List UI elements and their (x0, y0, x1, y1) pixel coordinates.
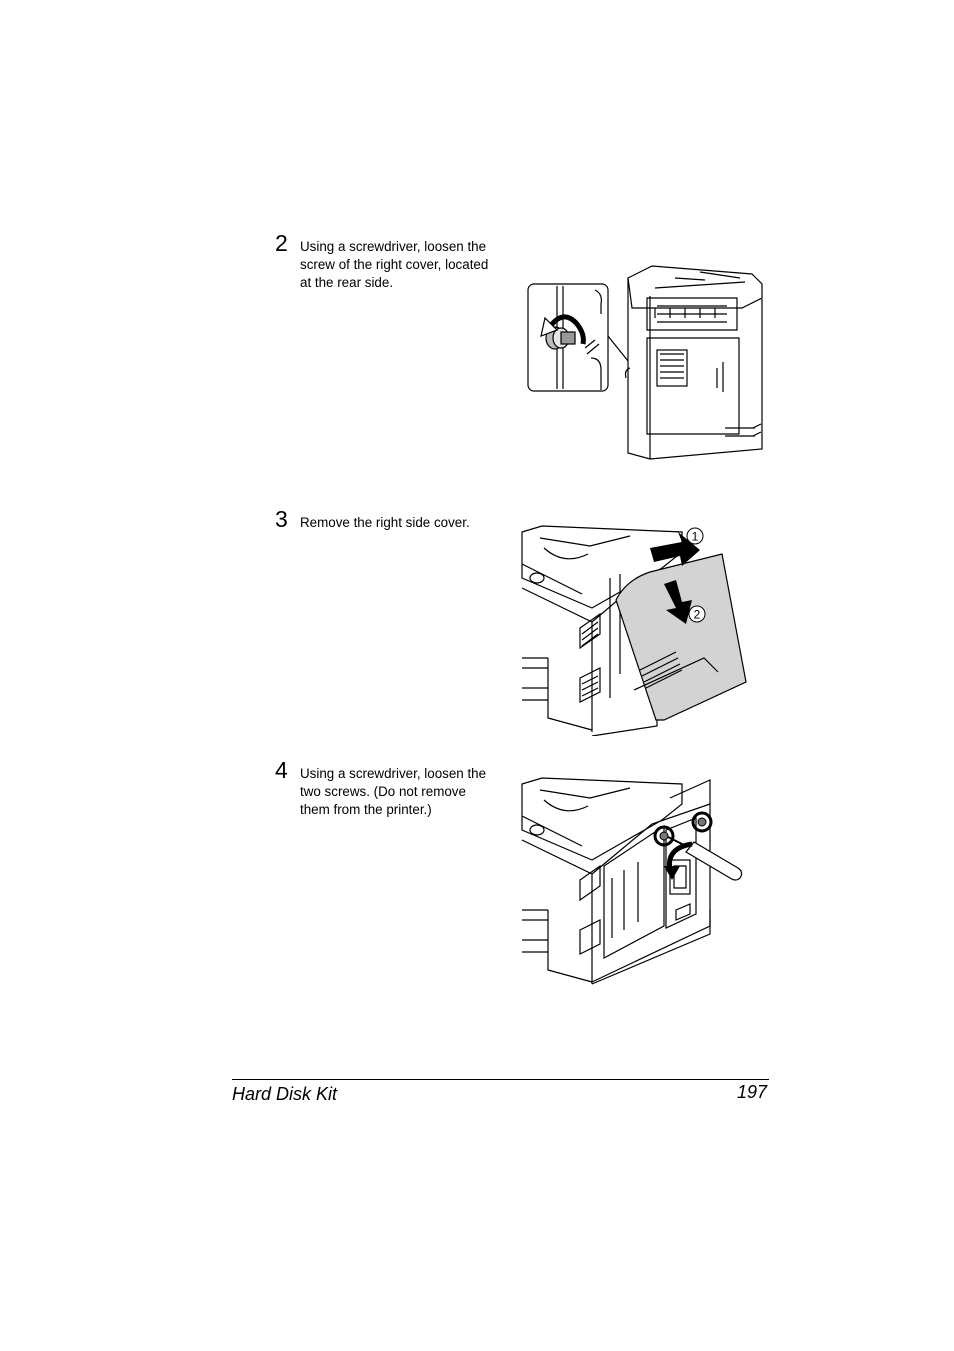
footer-rule (232, 1079, 769, 1080)
step-3-text: Remove the right side cover. (300, 514, 515, 532)
step-2-number: 2 (275, 230, 288, 256)
step-3-illustration-remove-cover: 1 2 (521, 525, 747, 736)
step-4-illustration-loosen-screws (521, 777, 743, 985)
step-3-callout-1: 1 (692, 530, 699, 544)
step-4-line-1: Using a screwdriver, loosen the (300, 766, 487, 781)
step-2-line-3: at the rear side. (300, 275, 394, 290)
step-2-illustration-rear-screw (527, 265, 763, 460)
step-4-text: Using a screwdriver, loosen the two scre… (300, 765, 515, 819)
step-2-line-2: screw of the right cover, located (300, 257, 489, 272)
step-3-number: 3 (275, 506, 288, 532)
step-2-text: Using a screwdriver, loosen the screw of… (300, 238, 515, 292)
footer-title: Hard Disk Kit (232, 1084, 338, 1104)
step-3-line-1: Remove the right side cover. (300, 515, 470, 530)
step-2-line-1: Using a screwdriver, loosen the (300, 239, 487, 254)
page-number: 197 (736, 1082, 767, 1102)
step-4-line-3: them from the printer.) (300, 802, 432, 817)
step-4-line-2: two screws. (Do not remove (300, 784, 466, 799)
step-3-callout-2: 2 (694, 608, 701, 622)
step-4-number: 4 (275, 757, 288, 783)
